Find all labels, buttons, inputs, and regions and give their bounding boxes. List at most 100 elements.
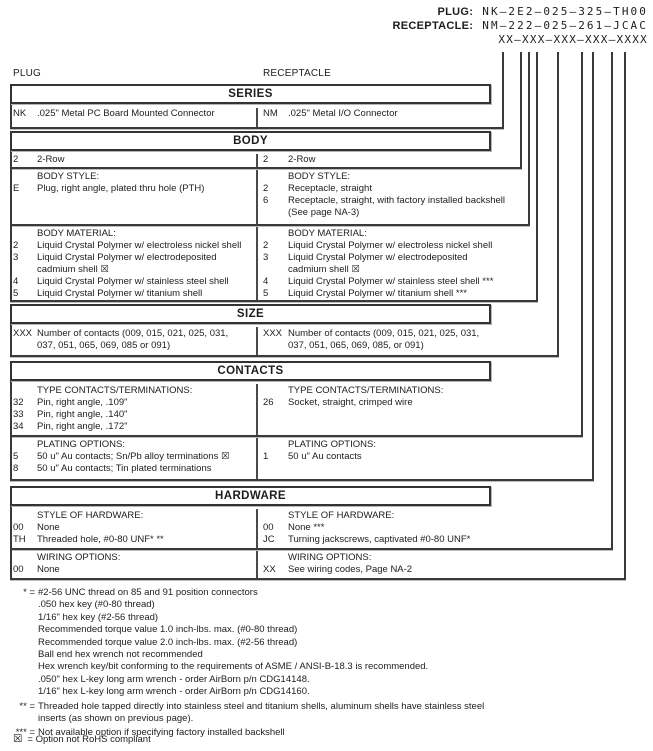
receptacle-column: TYPE CONTACTS/TERMINATIONS: 26 Socket, s…: [256, 385, 550, 409]
plug-column: XXX Number of contacts (009, 015, 021, 0…: [10, 328, 256, 352]
receptacle-column: STYLE OF HARDWARE: 00 None *** JC Turnin…: [256, 510, 550, 546]
series-left-border: [10, 104, 12, 129]
footnote-line: Ball end hex wrench not recommended: [13, 649, 633, 661]
option-code: TH: [13, 534, 26, 545]
option-code: 5: [13, 288, 19, 299]
option-desc: Pin, right angle, .140": [37, 409, 128, 420]
footnotes: * = #2-56 UNC thread on 85 and 91 positi…: [13, 587, 633, 740]
footnote-text: Ball end hex wrench not recommended: [38, 649, 203, 661]
plug-column-label: PLUG: [13, 68, 42, 79]
leader-line-body-row: [520, 52, 522, 169]
option-desc: Socket, straight, crimped wire: [288, 397, 413, 408]
option-code: NM: [263, 108, 278, 119]
option-row: 1 50 u" Au contacts: [263, 451, 550, 463]
option-desc: Number of contacts (009, 015, 021, 025, …: [288, 328, 480, 351]
subsection-header: STYLE OF HARDWARE:: [37, 510, 144, 521]
footnote-line: ** = Threaded hole tapped directly into …: [13, 701, 633, 726]
contacts-left-border: [10, 381, 12, 481]
footnote-line: Recommended torque value 2.0 inch-lbs. m…: [13, 637, 633, 649]
contact-type-border: [10, 435, 583, 437]
receptacle-column: XXX Number of contacts (009, 015, 021, 0…: [256, 328, 550, 352]
option-code: 8: [13, 463, 19, 474]
size-title: SIZE: [236, 308, 265, 320]
subsection-header: BODY STYLE:: [288, 171, 351, 182]
body-row-border: [10, 167, 522, 169]
option-code: XXX: [263, 328, 283, 339]
body-row-block: 2 2-Row 2 2-Row: [10, 154, 550, 166]
receptacle-code-value: NM–222–025–261–JCAC: [482, 19, 648, 32]
receptacle-column: NM .025" Metal I/O Connector: [256, 108, 550, 120]
receptacle-column: 2 2-Row: [256, 154, 550, 166]
rohs-legend: ☒ = Option not RoHS compliant: [13, 733, 151, 746]
size-section-header: SIZE: [10, 304, 491, 324]
option-code: 3: [13, 252, 19, 263]
plug-column: BODY MATERIAL: 2 Liquid Crystal Polymer …: [10, 228, 256, 300]
option-code: XXX: [13, 328, 33, 339]
option-code: 26: [263, 397, 274, 408]
option-desc: Turning jackscrews, captivated #0-80 UNF…: [288, 534, 471, 545]
leader-line-body-style: [528, 52, 530, 226]
column-divider: [256, 384, 258, 435]
receptacle-column: BODY STYLE: 2 Receptacle, straight 6 Rec…: [256, 171, 550, 219]
plug-code-line: PLUG: NK–2E2–025–325–TH00: [393, 6, 648, 20]
option-row: XX See wiring codes, Page NA-2: [263, 564, 550, 576]
body-left-border: [10, 151, 12, 302]
footnote-text: Threaded hole tapped directly into stain…: [38, 700, 485, 725]
hardware-style-block: STYLE OF HARDWARE: 00 None TH Threaded h…: [10, 510, 550, 546]
option-code: 4: [13, 276, 19, 287]
option-desc: Liquid Crystal Polymer w/ electroless ni…: [37, 240, 242, 251]
option-code: 2: [263, 183, 269, 194]
series-title: SERIES: [228, 88, 273, 100]
footnote-marker: *** =: [15, 727, 35, 739]
option-code: 1: [263, 451, 269, 462]
option-row: 00 None: [10, 564, 256, 576]
body-material-block: BODY MATERIAL: 2 Liquid Crystal Polymer …: [10, 228, 550, 300]
footnote-line: * = #2-56 UNC thread on 85 and 91 positi…: [13, 587, 633, 599]
part-number-block: PLUG: NK–2E2–025–325–TH00 RECEPTACLE: NM…: [393, 6, 648, 48]
receptacle-column: WIRING OPTIONS: XX See wiring codes, Pag…: [256, 552, 550, 576]
column-divider: [256, 509, 258, 548]
receptacle-column: BODY MATERIAL: 2 Liquid Crystal Polymer …: [256, 228, 550, 300]
footnote-text: .050 hex key (#0-80 thread): [38, 599, 155, 611]
receptacle-column: PLATING OPTIONS: 1 50 u" Au contacts: [256, 439, 550, 463]
option-desc: Pin, right angle, .109": [37, 397, 128, 408]
option-code: E: [13, 183, 20, 194]
rohs-legend-text: = Option not RoHS compliant: [27, 734, 151, 745]
option-code: 6: [263, 195, 269, 206]
option-row: XXX Number of contacts (009, 015, 021, 0…: [263, 328, 550, 352]
option-row: 5 Liquid Crystal Polymer w/ titanium she…: [263, 288, 550, 300]
body-style-block: BODY STYLE: E Plug, right angle, plated …: [10, 171, 550, 219]
option-desc: Number of contacts (009, 015, 021, 025, …: [37, 328, 229, 351]
body-bottom-border: [10, 300, 538, 302]
size-left-border: [10, 324, 12, 357]
option-desc: 2-Row: [37, 154, 65, 165]
option-desc: 50 u" Au contacts: [288, 451, 362, 462]
plug-column: TYPE CONTACTS/TERMINATIONS: 32 Pin, righ…: [10, 385, 256, 433]
plug-column: 2 2-Row: [10, 154, 256, 166]
leader-line-wiring: [624, 52, 626, 580]
option-desc: Liquid Crystal Polymer w/ electroless ni…: [288, 240, 493, 251]
option-desc: .025" Metal PC Board Mounted Connector: [37, 108, 215, 119]
contact-type-block: TYPE CONTACTS/TERMINATIONS: 32 Pin, righ…: [10, 385, 550, 433]
plug-code-value: NK–2E2–025–325–TH00: [482, 5, 648, 18]
footnote-marker: * =: [23, 587, 35, 598]
hardware-style-border: [10, 548, 613, 550]
hardware-bottom-border: [10, 578, 626, 580]
leader-line-contact-type: [581, 52, 583, 437]
option-desc: Liquid Crystal Polymer w/ electrodeposit…: [37, 252, 217, 275]
option-desc: 2-Row: [288, 154, 316, 165]
option-code: JC: [263, 534, 275, 545]
size-bottom-border: [10, 355, 559, 357]
plug-column: PLATING OPTIONS: 5 50 u" Au contacts; Sn…: [10, 439, 256, 475]
footnote-text: Recommended torque value 1.0 inch-lbs. m…: [38, 624, 298, 636]
leader-line-body-material: [536, 52, 538, 302]
option-row: 2 Receptacle, straight: [263, 183, 550, 195]
footnote-text: 1/16" hex key (#2-56 thread): [38, 611, 159, 623]
option-code: 34: [13, 421, 24, 432]
subsection-header: BODY MATERIAL:: [288, 228, 367, 239]
subsection-header: BODY STYLE:: [37, 171, 100, 182]
option-row: 6 Receptacle, straight, with factory ins…: [263, 195, 550, 219]
footnote-marker: ** =: [19, 700, 35, 712]
option-code: XX: [263, 564, 276, 575]
